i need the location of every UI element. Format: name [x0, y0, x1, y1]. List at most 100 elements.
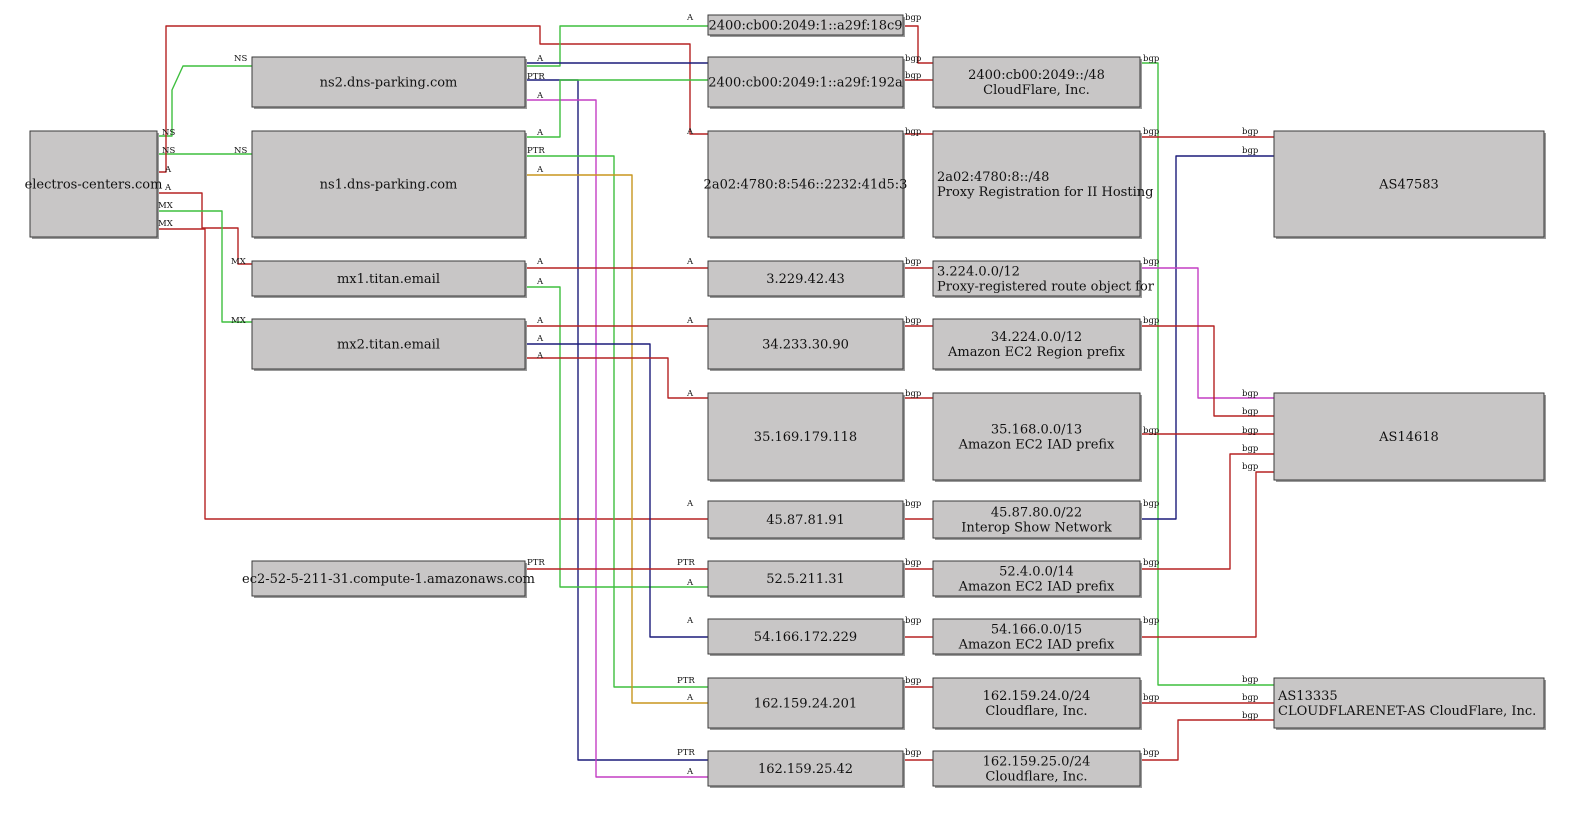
node-box — [932, 500, 1141, 539]
node-box — [29, 130, 158, 238]
node-label: 45.87.81.91 — [766, 513, 845, 528]
edge-line — [1140, 155, 1274, 520]
node-ec2host[interactable]: ec2-52-5-211-31.compute-1.amazonaws.com — [242, 560, 535, 598]
node-ip4[interactable]: 45.87.81.91 — [707, 500, 905, 540]
node-mx1[interactable]: mx1.titan.email — [251, 260, 527, 298]
edge-line — [157, 65, 252, 137]
node-ip5[interactable]: 52.5.211.31 — [707, 560, 905, 598]
edge-label-ptr: PTR — [677, 748, 695, 758]
node-box — [932, 318, 1141, 370]
edge-line — [1140, 325, 1274, 417]
edge-label-ptr: PTR — [527, 558, 545, 568]
node-ip6[interactable]: 54.166.172.229 — [707, 618, 905, 656]
node-box — [707, 618, 904, 655]
node-box — [932, 392, 1141, 481]
edge-label-ns: NS — [162, 128, 175, 138]
node-root[interactable]: electros-centers.com — [25, 130, 163, 239]
edge-label-a: A — [536, 165, 544, 175]
node-box — [251, 130, 526, 238]
node-box — [932, 677, 1141, 729]
edge-line — [525, 174, 708, 704]
edge-label-a: A — [686, 499, 694, 509]
node-label: AS13335 — [1277, 689, 1338, 704]
node-ip3[interactable]: 35.169.179.118 — [707, 392, 905, 482]
node-label: 162.159.24.201 — [754, 697, 857, 712]
node-label: 54.166.0.0/15 — [991, 623, 1082, 638]
node-ip6c[interactable]: 2a02:4780:8:546::2232:41d5:3 — [704, 130, 908, 239]
node-as2[interactable]: AS14618 — [1273, 392, 1546, 482]
node-label: mx2.titan.email — [337, 338, 440, 353]
edge-label-bgp: bgp — [905, 127, 922, 137]
edge-label-a: A — [536, 334, 544, 344]
node-label: ns1.dns-parking.com — [320, 178, 458, 193]
node-mx2[interactable]: mx2.titan.email — [251, 318, 527, 371]
node-box — [932, 618, 1141, 655]
edge-label-bgp: bgp — [905, 71, 922, 81]
edge-label-bgp: bgp — [1242, 444, 1259, 454]
node-label: 35.169.179.118 — [754, 430, 857, 445]
edge-label-bgp: bgp — [1242, 711, 1259, 721]
edge-label-a: A — [536, 91, 544, 101]
node-box — [707, 130, 904, 238]
edge-label-a: A — [686, 578, 694, 588]
edge-labels-layer: NSNSNSNSAAMXMXMXMXAPTRAAPTRAAAAAAPTRAAAA… — [158, 13, 1259, 777]
edge-label-a: A — [686, 389, 694, 399]
node-box — [707, 56, 904, 108]
node-ip2[interactable]: 34.233.30.90 — [707, 318, 905, 371]
node-box — [707, 750, 904, 787]
edge-label-bgp: bgp — [1143, 316, 1160, 326]
edge-label-mx: MX — [158, 219, 174, 229]
node-ip7[interactable]: 162.159.24.201 — [707, 677, 905, 730]
node-as1[interactable]: AS47583 — [1273, 130, 1546, 239]
edge-label-bgp: bgp — [905, 257, 922, 267]
node-label: Amazon EC2 IAD prefix — [958, 638, 1115, 653]
node-box — [932, 560, 1141, 597]
edge-line — [157, 210, 252, 323]
edge-label-bgp: bgp — [905, 499, 922, 509]
node-label: 2400:cb00:2049:1::a29f:18c9 — [708, 19, 902, 34]
edge-label-bgp: bgp — [1242, 693, 1259, 703]
edge-label-ptr: PTR — [527, 72, 545, 82]
edge-label-a: A — [164, 165, 172, 175]
node-ns1[interactable]: ns1.dns-parking.com — [251, 130, 527, 239]
edge-label-a: A — [164, 183, 172, 193]
node-label: mx1.titan.email — [337, 272, 440, 287]
edge-line — [1140, 267, 1274, 399]
edge-line — [525, 79, 708, 138]
node-label: 54.166.172.229 — [754, 630, 857, 645]
edge-label-bgp: bgp — [1143, 426, 1160, 436]
node-ip6a[interactable]: 2400:cb00:2049:1::a29f:18c9 — [707, 14, 905, 37]
node-box — [707, 500, 904, 539]
edge-label-bgp: bgp — [905, 748, 922, 758]
edge-label-bgp: bgp — [1242, 675, 1259, 685]
node-box — [707, 677, 904, 729]
node-label: Cloudflare, Inc. — [985, 704, 1087, 719]
node-label: 52.5.211.31 — [766, 572, 845, 587]
node-label: ec2-52-5-211-31.compute-1.amazonaws.com — [242, 572, 535, 587]
node-label: AS47583 — [1378, 178, 1439, 193]
node-ip6b[interactable]: 2400:cb00:2049:1::a29f:192a — [707, 56, 905, 109]
edge-label-mx: MX — [158, 201, 174, 211]
node-label: 34.233.30.90 — [762, 338, 849, 353]
edge-label-bgp: bgp — [1242, 462, 1259, 472]
node-box — [707, 14, 904, 36]
edge-label-bgp: bgp — [1143, 54, 1160, 64]
edge-label-a: A — [536, 316, 544, 326]
node-box — [707, 392, 904, 481]
node-label: 3.224.0.0/12 — [937, 265, 1020, 280]
node-ns2[interactable]: ns2.dns-parking.com — [251, 56, 527, 109]
node-ip8[interactable]: 162.159.25.42 — [707, 750, 905, 788]
node-ip1[interactable]: 3.229.42.43 — [707, 260, 905, 298]
edge-line — [1140, 719, 1274, 761]
